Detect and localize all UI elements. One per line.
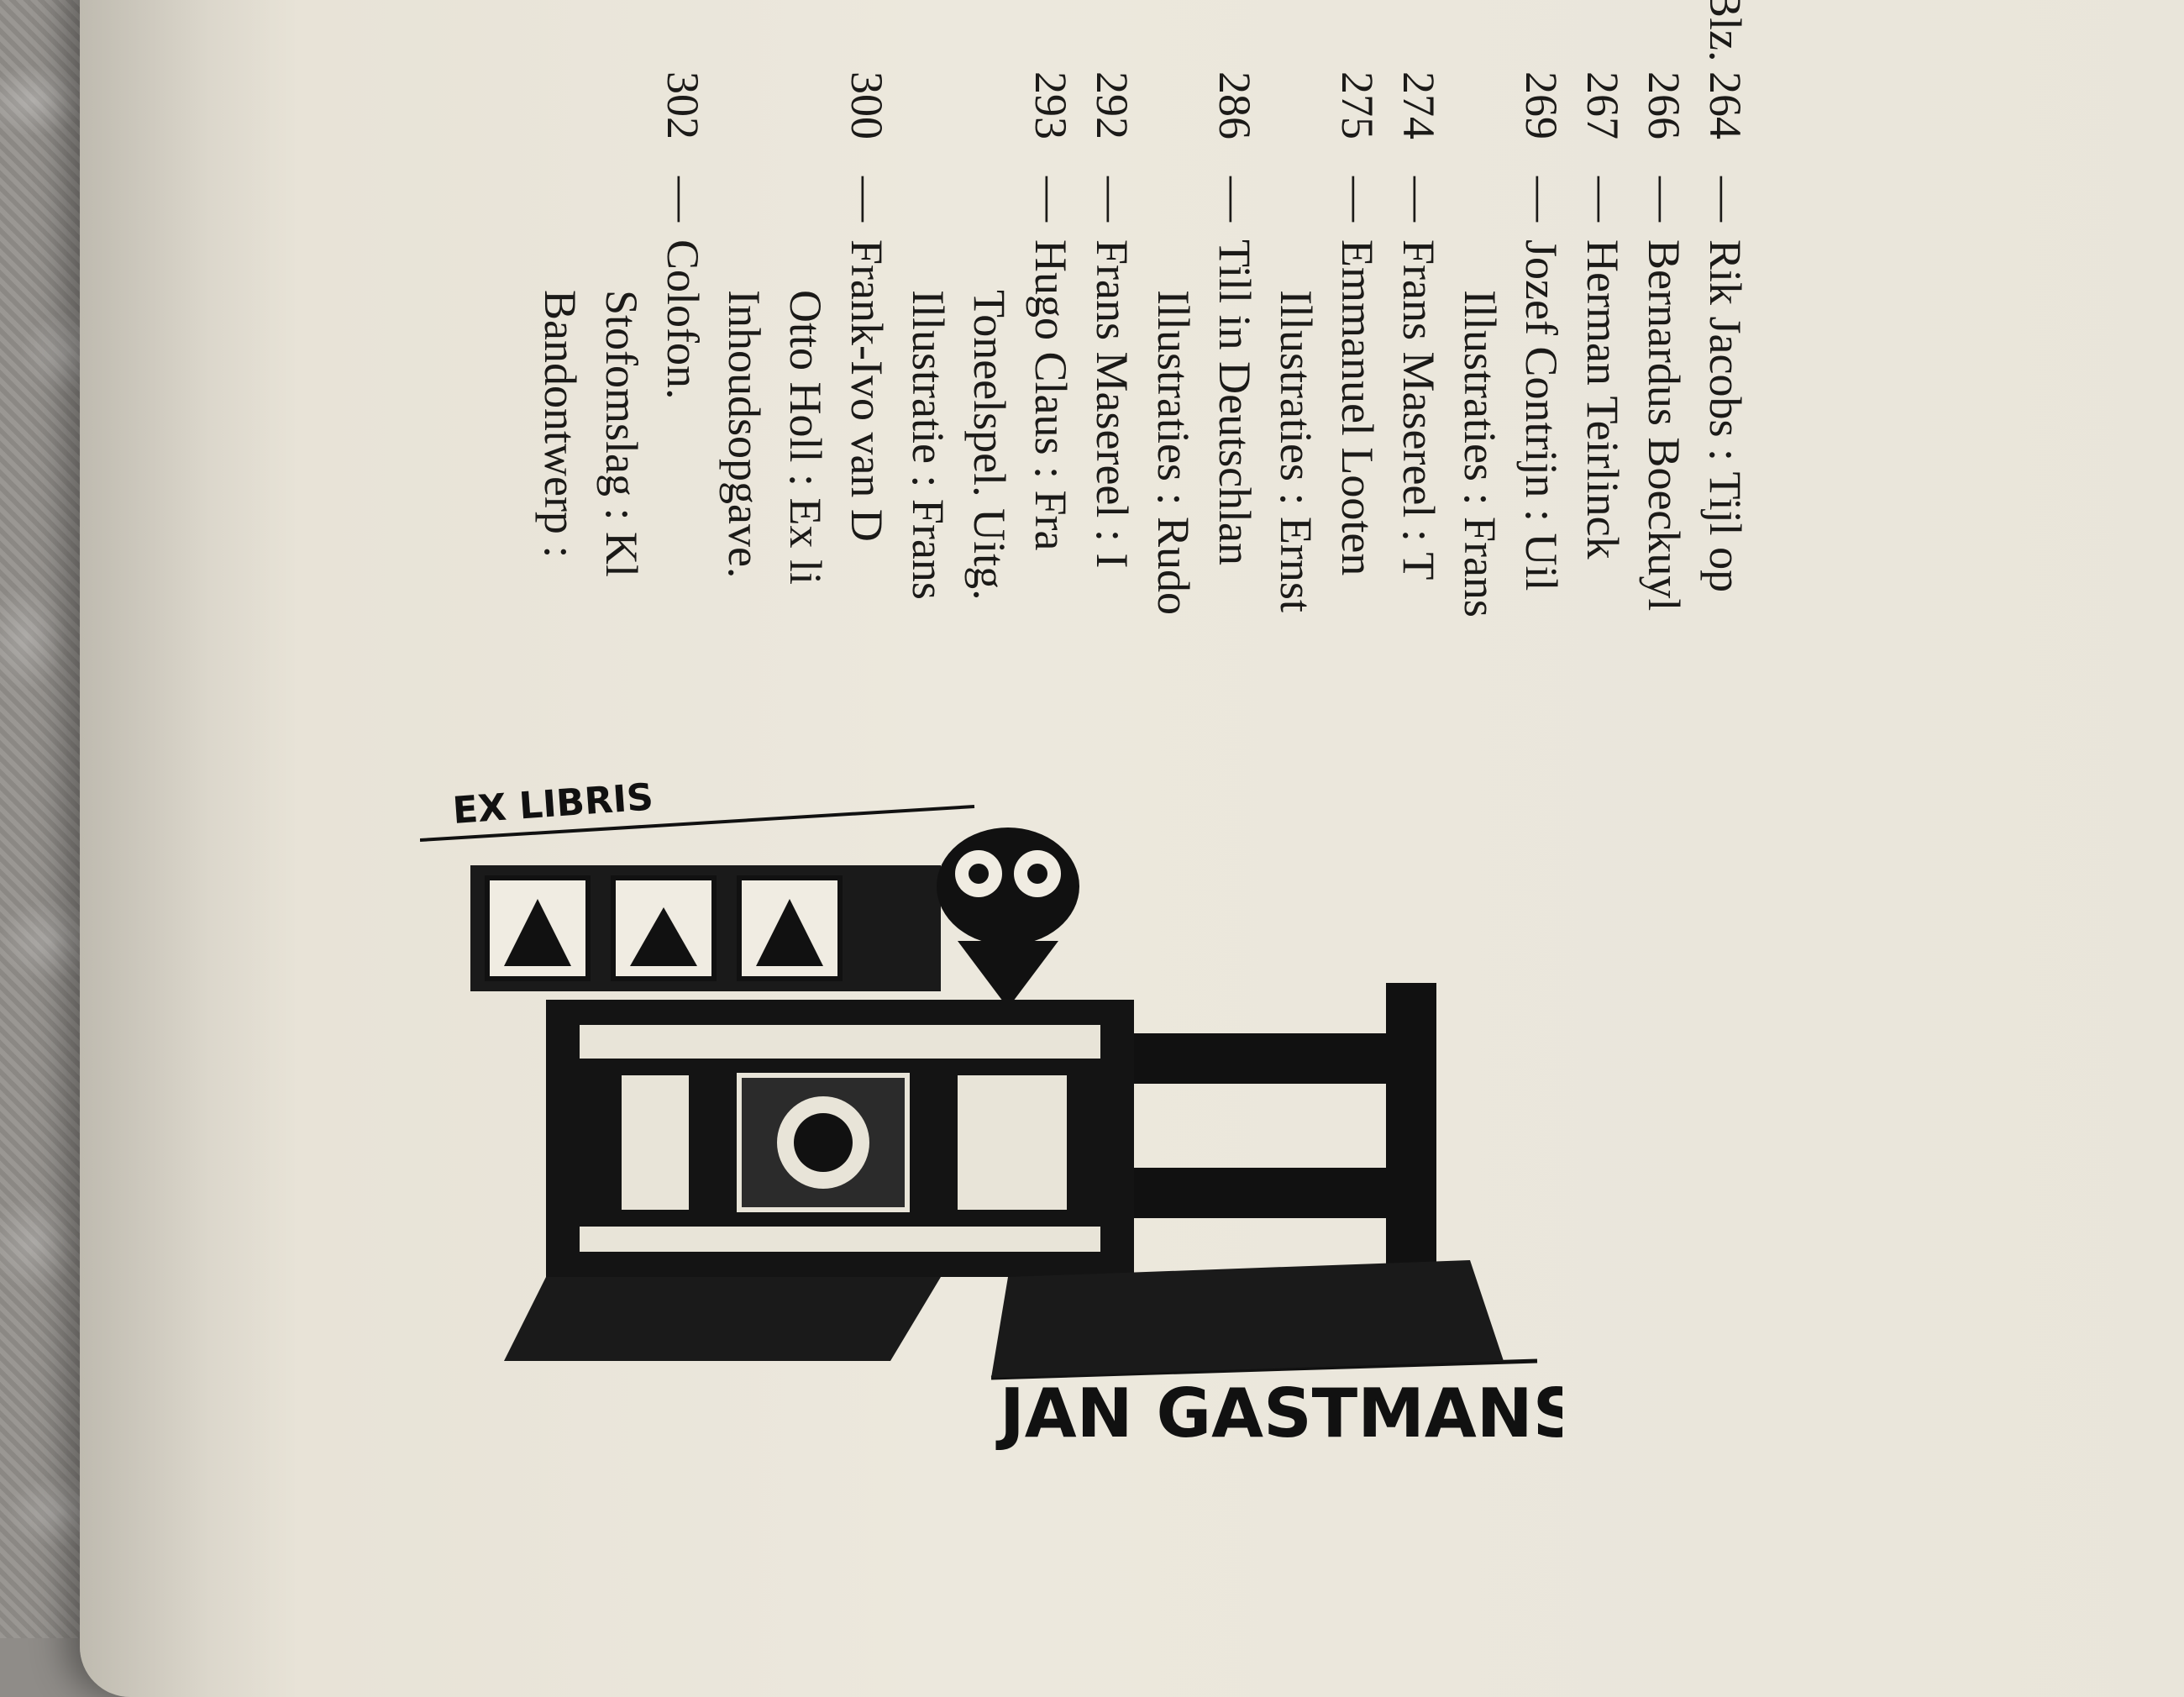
toc-dash: — (658, 176, 708, 222)
toc-dash: — (1332, 176, 1383, 222)
toc-entry-text: Bandontwerp : (535, 290, 585, 559)
toc-dash: — (1026, 176, 1076, 222)
toc-entry-text: Emmanuel Looten (1332, 239, 1383, 576)
toc-entry-text: Hugo Claus : Fra (1026, 239, 1076, 551)
toc-entry-text: Illustraties : Rudo (1148, 290, 1199, 615)
blz-label: Blz. (1700, 0, 1751, 62)
toc-page-number: 264 (1700, 71, 1751, 139)
toc-entry-text: Colofon. (658, 239, 708, 400)
toc-page-number: 275 (1332, 71, 1383, 139)
toc-entry-text: Stofomslag : Kl (596, 290, 647, 578)
books-stack (470, 865, 941, 991)
printer-figure (504, 983, 1504, 1378)
toc-entry-text: Illustraties : Ernst (1271, 290, 1321, 612)
toc-dash: — (842, 176, 892, 222)
toc-page-number: 293 (1026, 71, 1076, 139)
toc-entry-text: Otto Holl : Ex li (780, 290, 831, 585)
toc-dash: — (1639, 176, 1689, 222)
woodcut-ground-line (990, 1358, 1538, 1380)
toc-entry-text: Illustratie : Frans (903, 290, 953, 600)
toc-entry-text: Till in Deutschlan (1210, 239, 1260, 566)
toc-entry-text: Bernardus Boeckuyl (1639, 239, 1689, 612)
toc-entry-text: Rik Jacobs : Tijl op (1700, 239, 1751, 593)
toc-page-number: 269 (1516, 71, 1567, 139)
book-page (80, 0, 2184, 1697)
toc-dash: — (1210, 176, 1260, 222)
owl-figure (937, 827, 1079, 1008)
toc-entry-text: Jozef Contrijn : Uil (1516, 239, 1567, 591)
toc-entry-text: Frans Masereel : T (1394, 239, 1444, 581)
toc-dash: — (1394, 176, 1444, 222)
page-curve-shadow (80, 0, 298, 1697)
toc-dash: — (1578, 176, 1628, 222)
toc-page-number: 274 (1394, 71, 1444, 139)
toc-page-number: 266 (1639, 71, 1689, 139)
toc-page-number: 302 (658, 71, 708, 139)
toc-entry-text: Illustraties : Frans (1455, 290, 1505, 617)
toc-page-number: 267 (1578, 71, 1628, 139)
toc-dash: — (1700, 176, 1751, 222)
toc-page-number: 286 (1210, 71, 1260, 139)
ex-libris-text: EX LIBRIS (451, 775, 654, 833)
toc-entry-text: Frank-Ivo van D (842, 239, 892, 542)
artist-signature: JAN GASTMANS (995, 1374, 1562, 1453)
woodcut-frame-line (420, 805, 975, 842)
toc-page-number: 292 (1087, 71, 1137, 139)
toc-entry-text: Toneelspel. Uitg. (964, 290, 1015, 601)
toc-entry-text: Inhoudsopgave. (719, 290, 769, 579)
toc-dash: — (1516, 176, 1567, 222)
ex-libris-woodcut: EX LIBRIS JAN GASTMANS (420, 775, 1562, 1453)
toc-entry-text: Frans Masereel : I (1087, 239, 1137, 569)
toc-entry-text: Herman Teirlinck (1578, 239, 1628, 560)
toc-dash: — (1087, 176, 1137, 222)
toc-page-number: 300 (842, 71, 892, 139)
